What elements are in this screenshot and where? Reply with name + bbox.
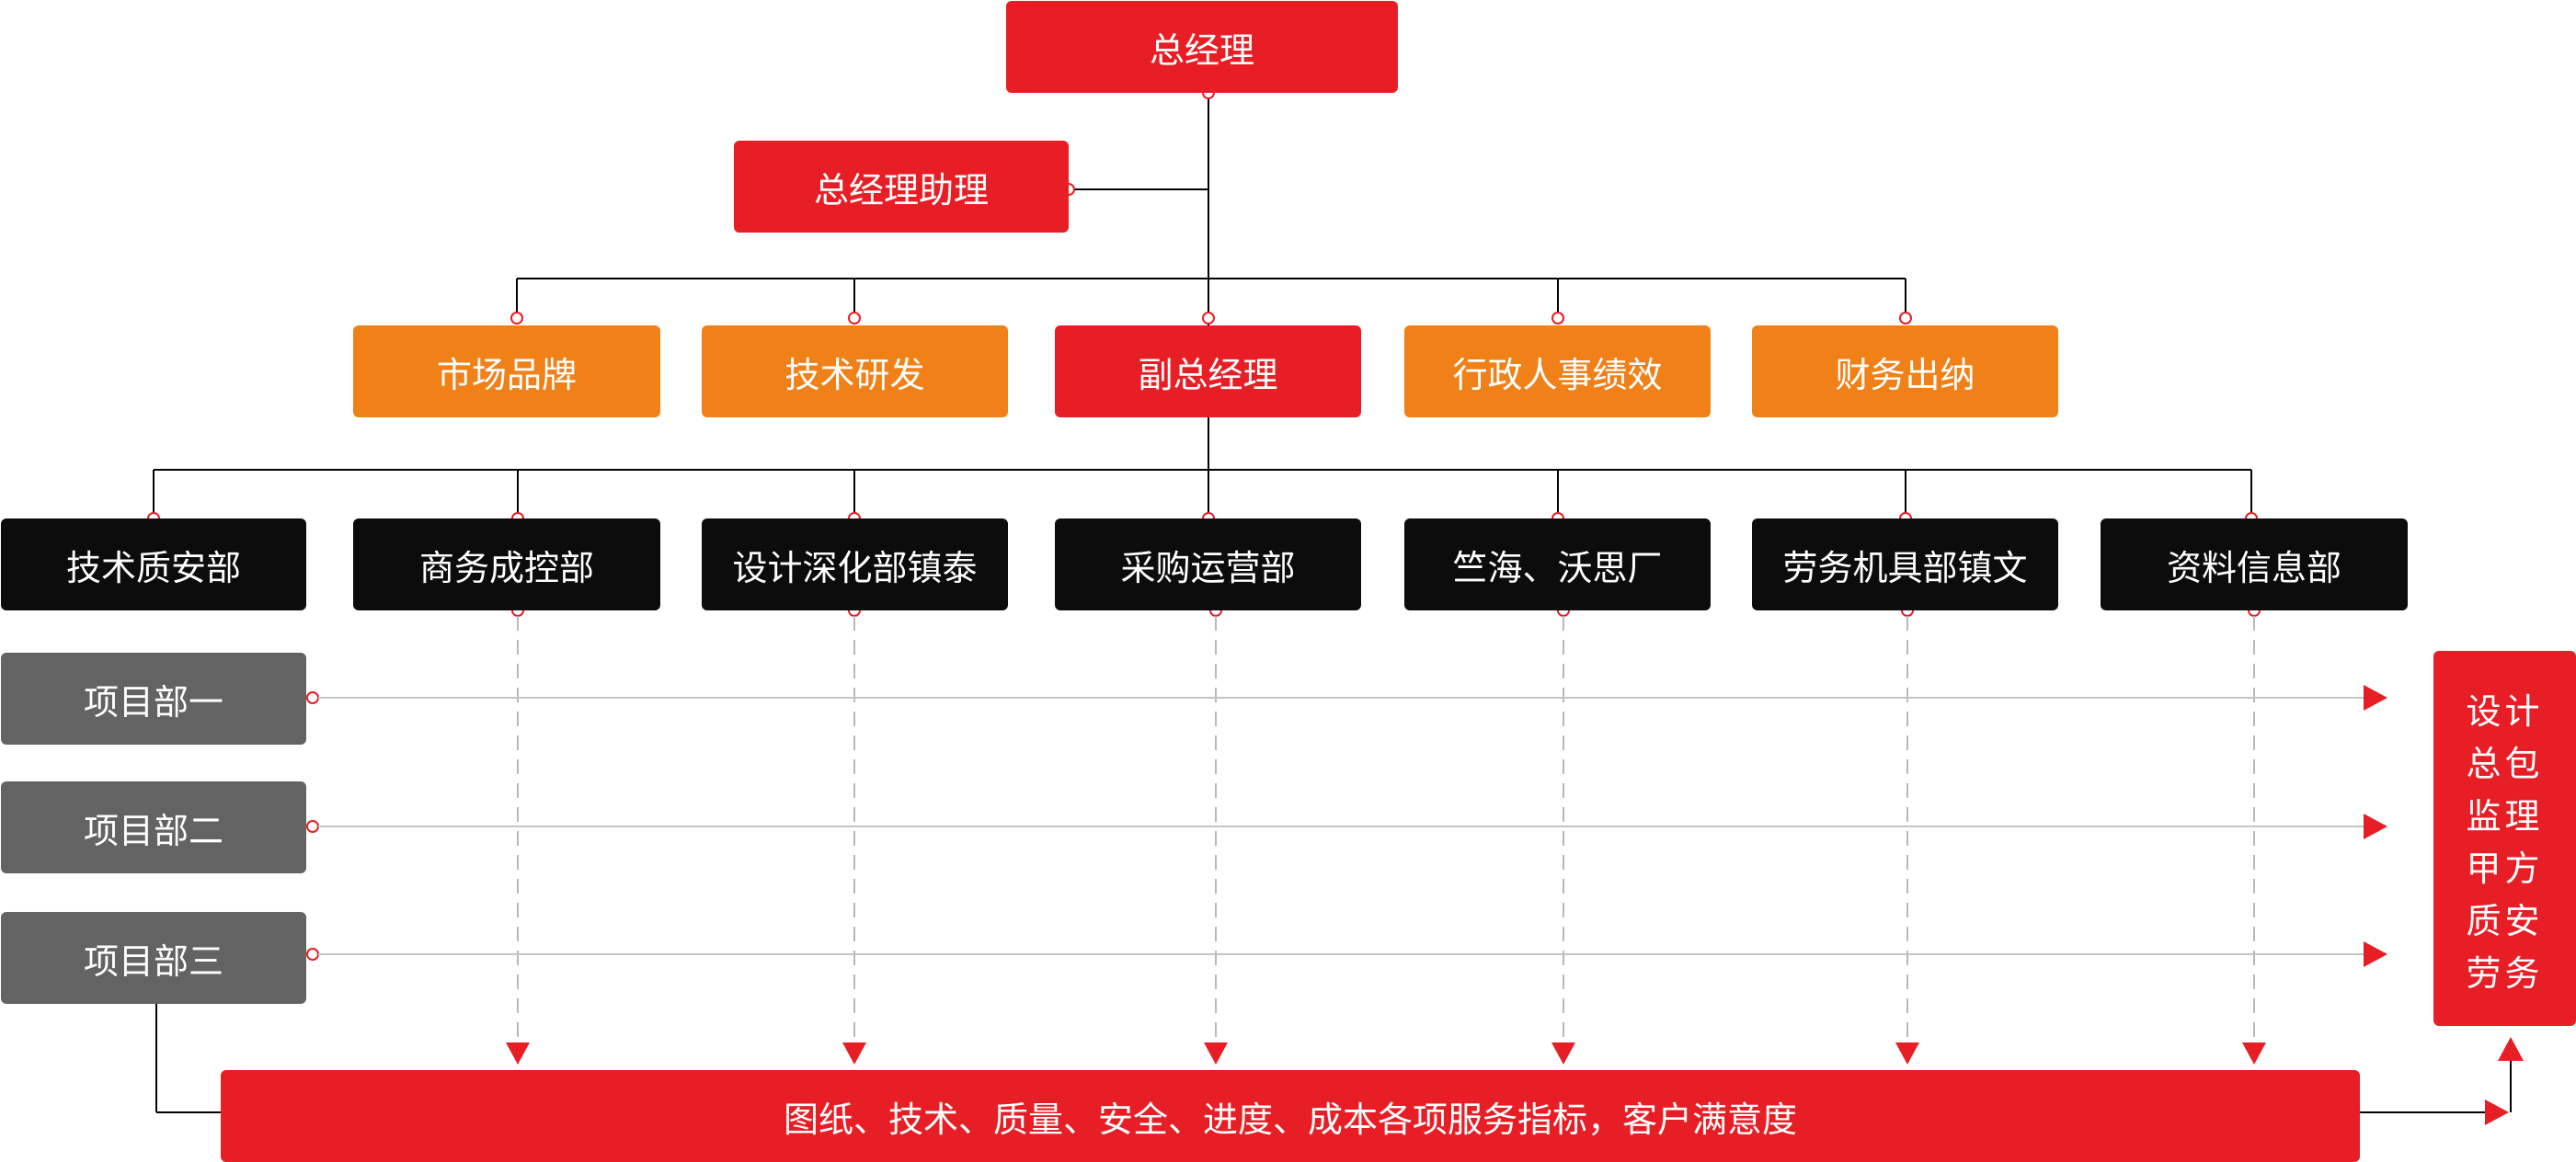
level2-top-dot xyxy=(510,312,523,325)
assistant-box: 总经理助理 xyxy=(734,141,1069,233)
stakeholder-quality-safety: 质安 xyxy=(2466,901,2544,941)
project-dot xyxy=(306,948,319,961)
stakeholder-labor: 劳务 xyxy=(2466,953,2544,994)
dept-factory: 竺海、沃思厂 xyxy=(1404,518,1711,610)
dept-labor-equipment: 劳务机具部镇文 xyxy=(1752,518,2058,610)
level2-top-dot xyxy=(1202,312,1215,325)
l2-market-brand: 市场品牌 xyxy=(353,325,660,417)
level2-top-dot xyxy=(1899,312,1912,325)
project-dept-2: 项目部二 xyxy=(1,781,306,873)
down-arrow xyxy=(1895,1042,1919,1065)
level2-top-dot xyxy=(1551,312,1564,325)
right-arrow xyxy=(2364,941,2387,967)
down-arrow xyxy=(842,1042,866,1065)
general-manager-box: 总经理 xyxy=(1006,1,1398,93)
down-arrow xyxy=(1204,1042,1228,1065)
level2-top-dot xyxy=(848,312,861,325)
project-dot xyxy=(306,820,319,833)
l2-admin-hr: 行政人事绩效 xyxy=(1404,325,1711,417)
down-arrow xyxy=(506,1042,530,1065)
down-arrow xyxy=(2242,1042,2266,1065)
l2-deputy-gm: 副总经理 xyxy=(1055,325,1361,417)
l2-tech-rd: 技术研发 xyxy=(702,325,1008,417)
dept-design: 设计深化部镇泰 xyxy=(702,518,1008,610)
dept-tech-quality: 技术质安部 xyxy=(1,518,306,610)
right-arrow xyxy=(2364,685,2387,711)
up-arrow xyxy=(2498,1037,2524,1061)
project-dot xyxy=(306,691,319,704)
stakeholder-design: 设计 xyxy=(2466,691,2544,732)
stakeholder-owner: 甲方 xyxy=(2466,849,2544,889)
stakeholder-supervision: 监理 xyxy=(2466,796,2544,837)
dept-documents: 资料信息部 xyxy=(2101,518,2408,610)
dept-business-cost: 商务成控部 xyxy=(353,518,660,610)
exit-right-arrow xyxy=(2485,1099,2509,1125)
stakeholder-general-contractor: 总包 xyxy=(2466,744,2544,784)
down-arrow xyxy=(1551,1042,1575,1065)
l2-finance: 财务出纳 xyxy=(1752,325,2058,417)
stakeholders-box: 设计 总包 监理 甲方 质安 劳务 xyxy=(2433,651,2576,1026)
dept-procurement: 采购运营部 xyxy=(1055,518,1361,610)
right-arrow xyxy=(2364,814,2387,839)
service-indicators-bar: 图纸、技术、质量、安全、进度、成本各项服务指标，客户满意度 xyxy=(221,1070,2360,1162)
project-dept-1: 项目部一 xyxy=(1,653,306,745)
project-dept-3: 项目部三 xyxy=(1,912,306,1004)
